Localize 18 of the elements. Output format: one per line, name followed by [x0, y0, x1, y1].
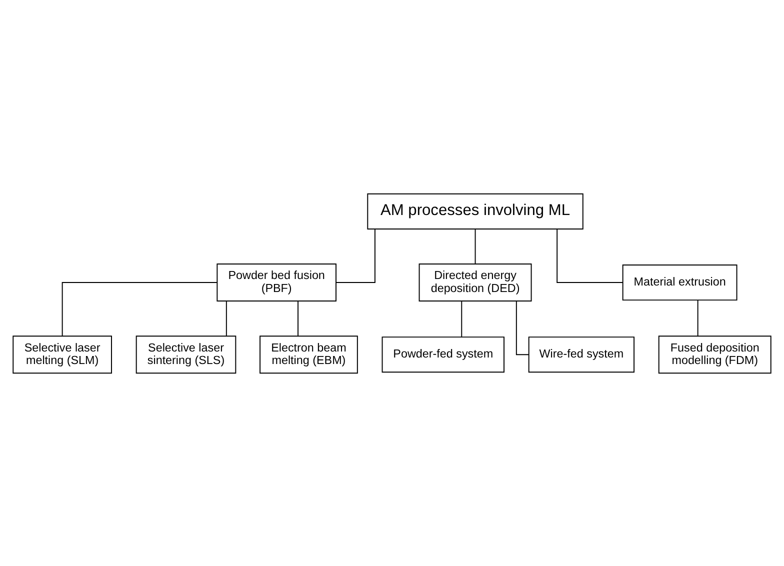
node-box: AM processes involving ML [367, 192, 584, 229]
connector [62, 282, 218, 336]
connector [461, 300, 462, 337]
connector [516, 300, 530, 355]
node-box: Material extrusion [622, 264, 738, 300]
connector [336, 228, 376, 283]
connector [226, 300, 227, 336]
node-box: Directed energy deposition (DED) [418, 263, 532, 302]
node-box: Powder bed fusion (PBF) [216, 263, 336, 302]
node-box: Fused deposition modelling (FDM) [658, 335, 772, 374]
node-box: Selective laser melting (SLM) [12, 335, 112, 374]
node-box: Powder-fed system [382, 336, 504, 372]
node-box: Electron beam melting (EBM) [260, 335, 358, 374]
node-box: Wire-fed system [528, 336, 635, 372]
connector [697, 299, 698, 336]
connector [556, 228, 624, 283]
node-box: Selective laser sintering (SLS) [136, 335, 236, 374]
connector [474, 228, 476, 264]
